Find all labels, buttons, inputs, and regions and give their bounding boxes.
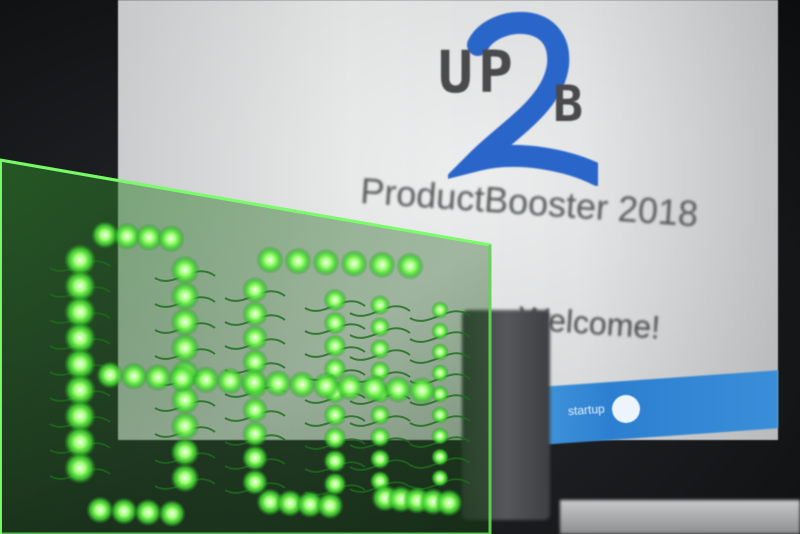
- led-light: [63, 321, 97, 355]
- led-light: [144, 363, 172, 392]
- led-light: [170, 463, 200, 493]
- led-light: [323, 472, 347, 496]
- paper-sheet: [560, 500, 800, 534]
- led-light: [170, 385, 200, 415]
- led-light: [431, 364, 449, 382]
- led-light: [241, 396, 269, 424]
- led-light: [316, 491, 344, 520]
- led-light: [340, 249, 368, 278]
- led-light: [431, 469, 449, 487]
- led-light: [63, 399, 97, 433]
- led-light: [170, 333, 200, 363]
- led-light: [91, 221, 119, 249]
- led-light: [216, 367, 244, 395]
- led-light: [276, 489, 304, 518]
- led-light: [135, 223, 163, 252]
- led-light: [323, 311, 347, 335]
- led-light: [323, 334, 347, 358]
- led-light: [63, 269, 97, 303]
- led-light: [63, 373, 97, 407]
- led-light: [312, 371, 340, 400]
- led-light: [241, 444, 269, 472]
- led-light: [396, 252, 424, 280]
- led-light: [323, 449, 347, 473]
- led-light: [323, 403, 347, 427]
- led-light: [170, 255, 200, 285]
- led-light: [384, 375, 412, 404]
- led-light: [134, 498, 162, 527]
- led-light: [288, 370, 316, 399]
- led-light: [368, 250, 396, 279]
- led-light: [63, 347, 97, 381]
- led-light: [113, 222, 141, 251]
- led-light: [241, 276, 269, 304]
- led-light: [96, 361, 124, 389]
- led-light: [86, 496, 114, 524]
- led-light: [369, 404, 391, 426]
- led-light: [157, 224, 185, 253]
- led-light: [256, 246, 284, 274]
- led-light: [241, 324, 269, 352]
- led-light: [369, 316, 391, 338]
- led-cube-graphic: [0, 158, 492, 534]
- led-light: [63, 425, 97, 459]
- led-light: [241, 420, 269, 448]
- led-light: [296, 490, 324, 519]
- led-light: [431, 406, 449, 424]
- logo-two-glyph: [448, 11, 598, 186]
- led-light: [63, 451, 97, 485]
- led-light: [241, 468, 269, 496]
- led-light: [120, 362, 148, 391]
- led-light: [431, 343, 449, 361]
- led-light: [369, 338, 391, 360]
- sponsor-logo-icon: [612, 395, 640, 423]
- led-light: [312, 248, 340, 277]
- led-light: [369, 448, 391, 470]
- led-light: [431, 301, 449, 319]
- led-light: [284, 247, 312, 276]
- led-light: [360, 374, 388, 403]
- led-light: [170, 281, 200, 311]
- led-light: [168, 364, 196, 393]
- led-light: [264, 369, 292, 398]
- led-light: [408, 376, 436, 405]
- led-light: [369, 426, 391, 448]
- led-light: [170, 437, 200, 467]
- led-light: [110, 497, 138, 526]
- led-light: [323, 288, 347, 312]
- led-light: [431, 448, 449, 466]
- led-light: [435, 488, 463, 517]
- led-light: [323, 426, 347, 450]
- led-cube: [0, 150, 500, 534]
- led-light: [240, 368, 268, 397]
- logo-letter-u: U: [438, 38, 475, 106]
- led-light: [63, 295, 97, 329]
- led-light: [431, 322, 449, 340]
- sponsor-text: startup: [567, 401, 606, 419]
- led-light: [369, 294, 391, 316]
- led-light: [336, 373, 364, 401]
- led-light: [431, 427, 449, 445]
- led-light: [192, 365, 220, 394]
- led-light: [241, 300, 269, 328]
- led-light: [158, 499, 186, 528]
- logo-letter-p: P: [478, 38, 515, 106]
- led-light: [170, 411, 200, 441]
- led-light: [63, 243, 97, 277]
- led-light: [256, 488, 284, 516]
- logo-letter-b: B: [553, 75, 586, 133]
- led-light: [241, 348, 269, 376]
- led-light: [170, 307, 200, 337]
